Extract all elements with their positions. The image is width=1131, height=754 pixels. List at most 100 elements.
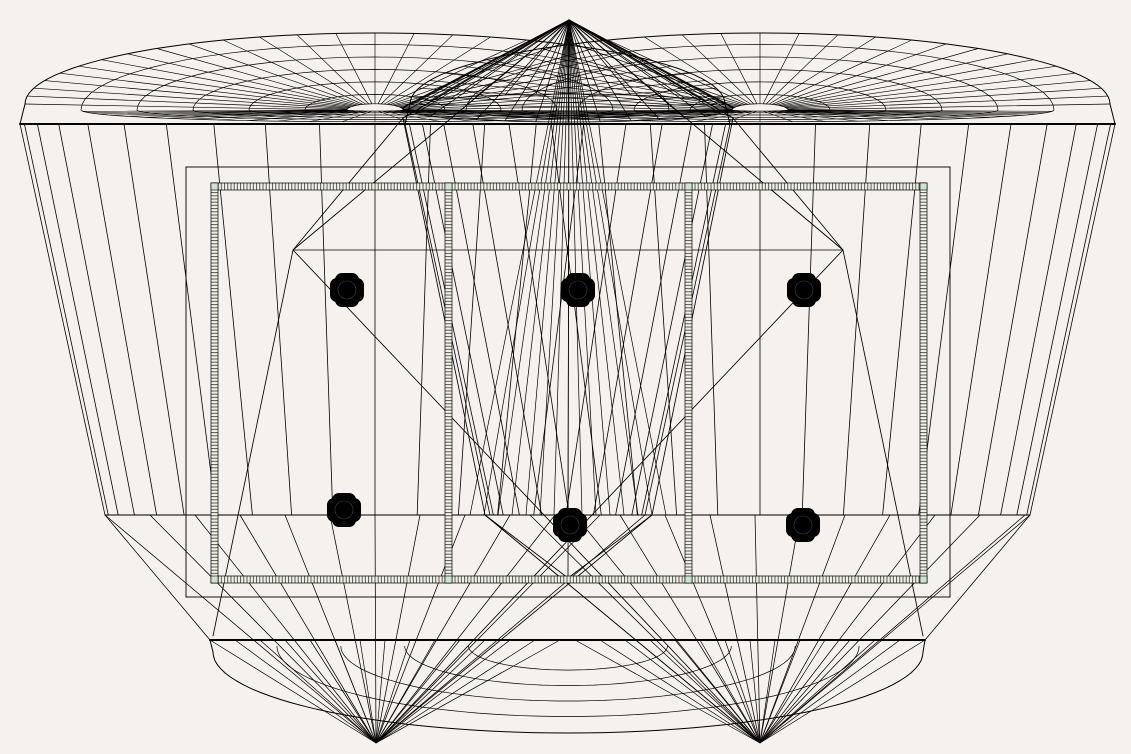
dome-radial: [771, 39, 913, 105]
dome-radial: [97, 110, 349, 115]
dome-radial: [101, 59, 354, 107]
dome-radial: [411, 95, 733, 110]
body-skirt-edge: [924, 514, 1031, 641]
dome-radial: [787, 109, 1053, 112]
dome-radial: [380, 110, 441, 122]
frame-joint: [444, 182, 453, 191]
cone-edge: [568, 19, 632, 122]
dome-radial: [188, 43, 361, 106]
bolt-ring: [568, 280, 588, 300]
frame-joint: [444, 575, 453, 584]
dome-ring: [80, 44, 670, 123]
bottom-dome-radial: [375, 639, 486, 744]
dome-radial: [82, 109, 348, 112]
bottom-dome-radial: [375, 639, 536, 744]
dome-radial: [694, 110, 755, 122]
dome-radial: [341, 110, 373, 122]
cone-edge: [497, 19, 570, 516]
cone-edge: [568, 19, 611, 516]
anchor-bolt: [561, 273, 595, 307]
dome-radial: [109, 110, 351, 116]
dome-radial: [309, 110, 370, 122]
dome-radial: [222, 39, 364, 105]
cone-edge: [568, 19, 706, 117]
cone-edge: [469, 19, 570, 516]
cone-edge: [568, 19, 601, 123]
dome-radial: [383, 110, 473, 122]
dome-radial: [218, 110, 361, 121]
dome-radial: [389, 43, 562, 106]
dome-radial: [786, 110, 1038, 115]
lower-cone-edge: [374, 514, 377, 744]
bottom-dome-radial: [234, 639, 377, 744]
bolt-ring: [793, 515, 813, 535]
body-generatrix: [19, 123, 106, 516]
bottom-dome-ring: [468, 645, 668, 671]
bottom-dome-radial: [759, 639, 801, 744]
bottom-dome-ring: [404, 645, 732, 686]
bottom-dome-radial: [624, 639, 761, 744]
anchor-bolt: [327, 493, 361, 527]
dome-radial: [392, 48, 594, 106]
bolt-head: [789, 511, 817, 539]
dome-radial: [762, 33, 800, 105]
cone-edge: [535, 19, 570, 123]
lower-cone-edge: [759, 514, 981, 744]
bottom-dome-radial: [309, 639, 377, 744]
dome-radial: [166, 110, 356, 119]
prism-edge: [292, 249, 761, 744]
dome-radial: [396, 59, 649, 107]
prism-edge: [484, 514, 569, 579]
dome-radial: [389, 110, 532, 121]
dome-ring: [521, 56, 999, 120]
dome-radial: [720, 33, 758, 105]
frame-bottom-rail: [210, 575, 928, 584]
bottom-dome-radial: [375, 639, 411, 744]
dome-radial: [787, 95, 1109, 110]
dome-radial: [681, 34, 755, 105]
bottom-dome-radial: [284, 639, 377, 744]
dome-radial: [777, 48, 979, 106]
dome-radial: [386, 110, 503, 121]
bottom-dome-radial: [749, 639, 761, 744]
body-generatrix: [1026, 123, 1111, 516]
dome-radial: [377, 110, 409, 122]
dome-radial: [768, 36, 876, 105]
dome-radial: [529, 110, 739, 118]
bottom-dome: [209, 639, 926, 744]
dome-radial: [277, 110, 367, 122]
lower-cone-edge: [104, 514, 377, 744]
dome-radial: [783, 110, 1010, 117]
dome-radial: [418, 87, 734, 109]
dome-radial: [786, 80, 1091, 109]
dome-radial: [662, 110, 752, 122]
bottom-dome-radial: [375, 639, 461, 744]
dome-radial: [777, 110, 944, 120]
dome-radial: [191, 110, 358, 120]
dome-radial: [88, 109, 348, 113]
dome-radial: [768, 110, 858, 122]
dome-radial: [786, 87, 1102, 109]
dome-radial: [774, 43, 947, 106]
body-generatrix: [1029, 123, 1116, 516]
cone-edge: [504, 19, 570, 122]
bottom-dome-radial: [259, 639, 377, 744]
bottom-dome-radial: [334, 639, 377, 744]
bolt-ring: [334, 500, 354, 520]
prism-edge: [375, 514, 653, 744]
lower-cone-edge: [759, 514, 846, 744]
bolt-head: [333, 276, 361, 304]
cone-edge: [535, 19, 570, 95]
cone-edge: [292, 19, 570, 251]
bottom-dome-radial: [209, 639, 377, 744]
prism-edge: [212, 249, 294, 637]
dome-radial: [576, 110, 743, 120]
body-generatrix: [58, 123, 135, 516]
frame-left-post: [210, 182, 219, 584]
cone-edge: [568, 19, 667, 516]
dome-radial: [401, 80, 706, 109]
dome-radial: [512, 53, 741, 106]
dome-radial: [486, 59, 739, 107]
lower-cone-edge: [194, 514, 377, 744]
